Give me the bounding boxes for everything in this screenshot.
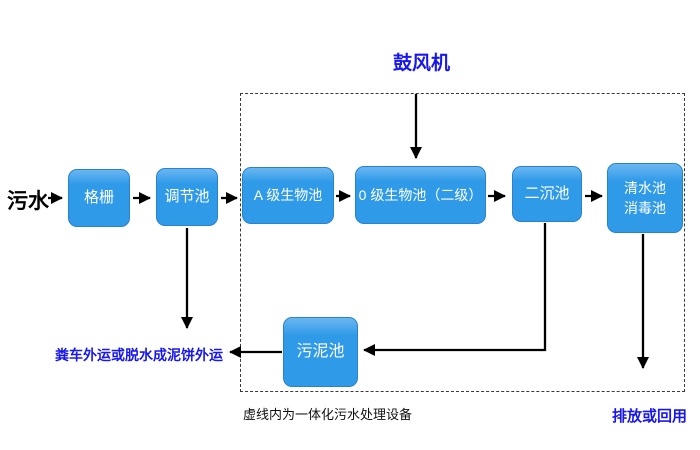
- node-regulating-tank: 调节池: [156, 168, 218, 226]
- node-sludge-tank: 污泥池: [283, 317, 358, 387]
- clear-water-line2: 消毒池: [624, 200, 666, 216]
- influent-label: 污水: [7, 190, 49, 213]
- integrated-equipment-dashed-boundary: [240, 93, 685, 392]
- sludge-disposal-label: 粪车外运或脱水成泥饼外运: [55, 347, 223, 363]
- blower-label: 鼓风机: [393, 53, 451, 74]
- node-a-bio-tank: A 级生物池: [242, 167, 334, 224]
- node-secondary-clarifier: 二沉池: [512, 166, 582, 222]
- discharge-label: 排放或回用: [612, 408, 688, 425]
- node-clear-water-disinfection-tank: 清水池 消毒池: [607, 163, 683, 233]
- node-grille: 格栅: [68, 169, 130, 227]
- node-o-bio-tank: 0 级生物池（二级）: [355, 166, 486, 224]
- clear-water-line1: 清水池: [624, 179, 666, 196]
- dashed-box-caption: 虚线内为一体化污水处理设备: [243, 407, 413, 422]
